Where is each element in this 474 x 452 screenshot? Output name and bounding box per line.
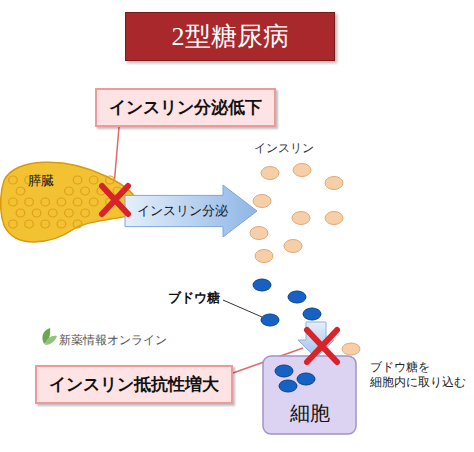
pancreas-organ: 膵臓 [0,150,140,250]
secretion-arrow: インスリン分泌 [125,185,257,237]
pancreas-texture [32,209,41,217]
pancreas-texture [106,176,115,184]
callout-box: インスリン分泌低下 [95,88,276,127]
title-box: 2型糖尿病 [125,12,335,61]
node-text: 膵臓 [28,172,140,190]
pancreas-texture [73,176,82,184]
pancreas-texture [16,209,25,217]
block-mark [307,330,337,362]
insulin-dot [325,177,343,190]
leader-line [223,300,262,317]
pancreas-outline [1,162,137,242]
glucose-dot [297,373,315,385]
insulin-dot [250,227,268,240]
pancreas-texture [73,220,82,228]
insulin-dot [255,250,273,263]
pancreas-texture [25,198,34,206]
note-text: ブドウ糖を 細胞内に取り込む [370,360,470,390]
logo-icon [42,328,57,345]
pancreas-organ-shape [0,150,140,250]
pancreas-texture [9,220,18,228]
insulin-dot [284,240,302,253]
insulin-dot [292,212,310,225]
molecule-label: ブドウ糖 [168,289,220,307]
pancreas-texture [81,187,90,195]
insulin-molecules [250,164,343,263]
block-mark [102,186,128,214]
glucose-dot [261,314,279,326]
uptake-arrow [298,322,334,358]
insulin-receptor-dot [342,343,360,355]
pancreas-texture [16,187,25,195]
pancreas-texture [89,176,98,184]
pancreas-texture [41,198,50,206]
pancreas-texture [73,198,82,206]
pancreas-texture [57,198,66,206]
glucose-dot [288,291,306,303]
pancreas-texture [9,176,18,184]
cell-outline [263,356,356,434]
pancreas-texture [57,220,66,228]
pancreas-texture [41,220,50,228]
pancreas-texture [106,198,115,206]
glucose-dot [275,365,293,377]
node-text: インスリン分泌低下 [109,96,262,119]
pancreas-texture [48,209,57,217]
insulin-dot [261,167,279,180]
node-text: インスリン抵抗性増大 [49,373,219,396]
cell-box: 細胞 [262,355,357,435]
molecule-label: インスリン [254,140,314,157]
pancreas-texture [65,209,74,217]
callout-box: インスリン抵抗性増大 [35,365,233,404]
insulin-dot [253,195,271,208]
insulin-dot [325,212,343,225]
pancreas-texture [89,198,98,206]
insulin-dot [293,164,311,177]
node-text: 細胞 [290,400,330,427]
pancreas-texture [97,187,106,195]
pancreas-texture [25,220,34,228]
node-text: インスリン分泌 [137,202,257,220]
pancreas-texture [81,209,90,217]
glucose-dot [279,380,297,392]
leader-line [114,127,119,186]
glucose-molecules [253,279,321,326]
pancreas-texture [113,187,122,195]
pancreas-texture [65,187,74,195]
glucose-dot [303,308,321,320]
watermark: 新薬情報オンライン [59,332,167,349]
arrow-outline [125,185,257,237]
pancreas-texture [9,198,18,206]
glucose-dot [253,279,271,291]
